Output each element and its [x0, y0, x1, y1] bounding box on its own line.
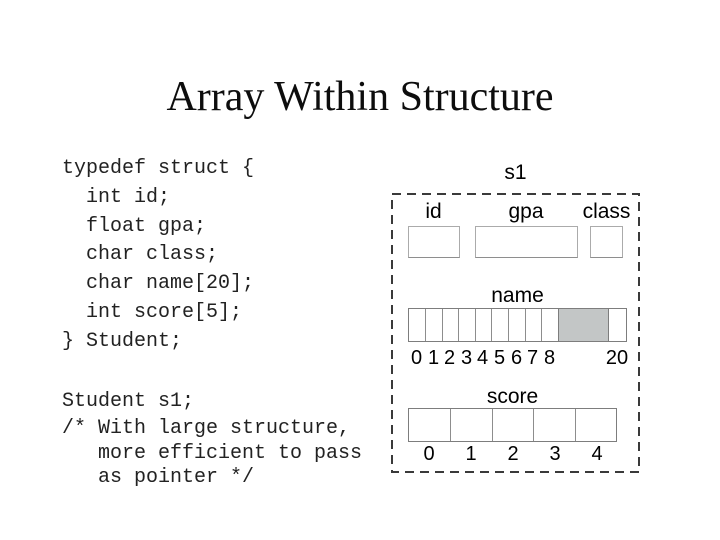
- cell-divider: [492, 409, 493, 441]
- struct-outline-dashed-box: [391, 193, 640, 473]
- field-label-id: id: [425, 200, 442, 223]
- score-index-1: 1: [465, 443, 477, 465]
- instance-label-s1: s1: [504, 161, 527, 184]
- cell-divider: [575, 409, 576, 441]
- score-index-3: 3: [549, 443, 561, 465]
- name-array-bar: [408, 308, 627, 342]
- name-index-6: 6: [510, 347, 523, 369]
- name-index-20: 20: [605, 347, 629, 369]
- score-array-bar: [408, 408, 617, 442]
- code-struct-definition: typedef struct { int id; float gpa; char…: [62, 157, 255, 353]
- cell-divider: [491, 309, 492, 341]
- score-index-0: 0: [423, 443, 435, 465]
- code-declaration: Student s1;: [62, 390, 195, 413]
- cell-divider: [475, 309, 476, 341]
- name-index-4: 4: [476, 347, 489, 369]
- cell-divider: [525, 309, 526, 341]
- cell-divider: [442, 309, 443, 341]
- score-index-2: 2: [507, 443, 519, 465]
- code-comment: /* With large structure, more efficient …: [62, 417, 363, 490]
- field-label-name: name: [491, 284, 544, 307]
- name-index-7: 7: [526, 347, 539, 369]
- gpa-field-box: [475, 226, 578, 258]
- id-field-box: [408, 226, 460, 258]
- name-index-1: 1: [427, 347, 440, 369]
- cell-divider: [425, 309, 426, 341]
- field-label-class: class: [582, 200, 631, 223]
- class-field-box: [590, 226, 623, 258]
- name-index-0: 0: [410, 347, 423, 369]
- elided-cells-shaded: [558, 309, 609, 341]
- cell-divider: [541, 309, 542, 341]
- name-index-2: 2: [443, 347, 456, 369]
- cell-divider: [508, 309, 509, 341]
- name-index-5: 5: [493, 347, 506, 369]
- field-label-gpa: gpa: [508, 200, 544, 223]
- cell-divider: [450, 409, 451, 441]
- field-label-score: score: [486, 385, 539, 408]
- name-index-3: 3: [460, 347, 473, 369]
- score-index-4: 4: [591, 443, 603, 465]
- cell-divider: [458, 309, 459, 341]
- slide-title: Array Within Structure: [166, 74, 554, 120]
- cell-divider: [533, 409, 534, 441]
- name-index-8: 8: [543, 347, 556, 369]
